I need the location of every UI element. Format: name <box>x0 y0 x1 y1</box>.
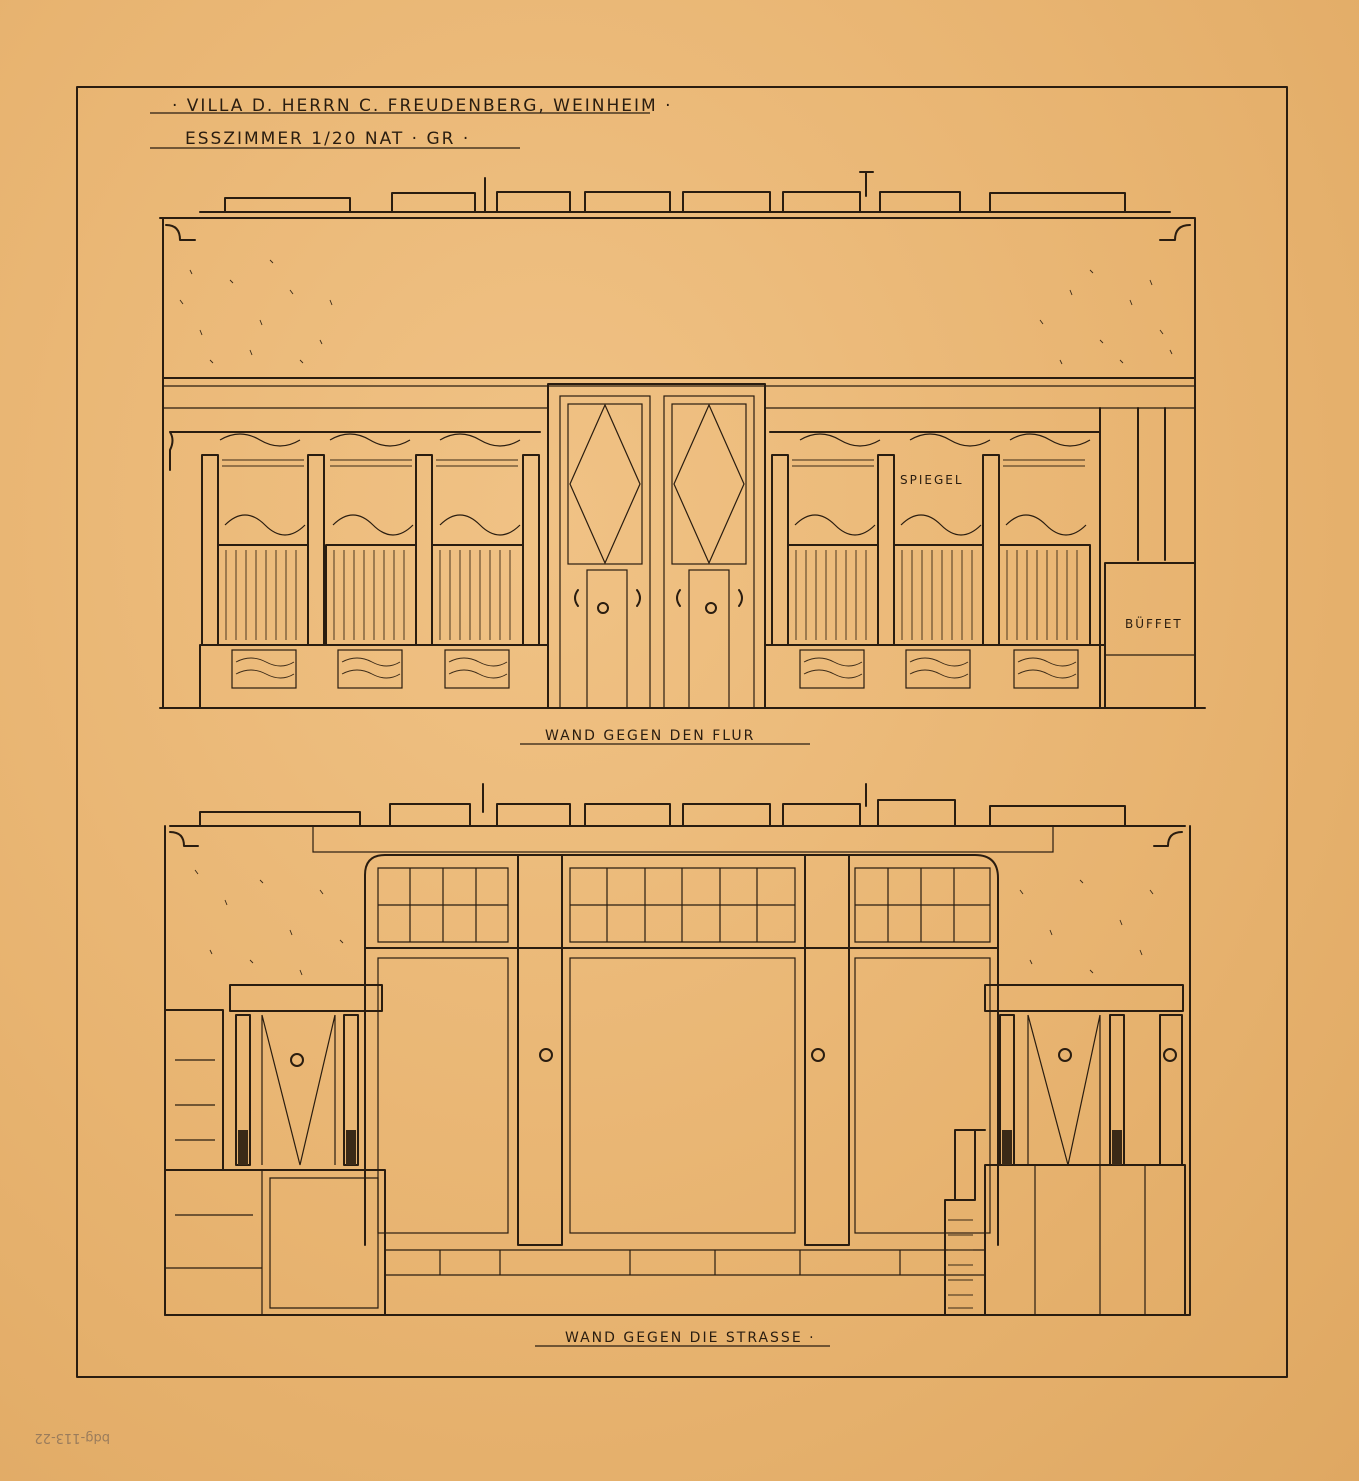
cornice-top <box>169 799 1186 827</box>
inventory-mark: bdg-113-22 <box>35 1430 111 1445</box>
lintel-band <box>312 825 1054 853</box>
title-line1: · VILLA D. HERRN C. FREUDENBERG, WEINHEI… <box>172 96 672 116</box>
wall-outline <box>164 825 1191 1316</box>
elevation-strasse <box>164 783 1191 1316</box>
plaster-texture <box>179 259 1173 365</box>
cabinet-left <box>164 984 386 1316</box>
window-bay <box>364 854 999 1276</box>
label-mirror: SPIEGEL <box>900 473 964 487</box>
title-line2: ESSZIMMER 1/20 NAT · GR · <box>185 129 470 149</box>
drawing-frame <box>76 86 1288 1378</box>
caption-flur: WAND GEGEN DEN FLUR <box>545 728 755 744</box>
panels-right <box>764 407 1196 709</box>
corner-bracket <box>169 831 1183 847</box>
wall-outline <box>159 217 1206 709</box>
cornice-top <box>199 191 1171 213</box>
panels-left <box>169 431 549 709</box>
label-buffet: BÜFFET <box>1125 615 1183 631</box>
elevation-flur: SPIEGEL BÜFFET <box>159 171 1206 709</box>
corner-bracket <box>165 224 1191 241</box>
buffet-cabinet <box>1104 562 1196 709</box>
door-flur <box>547 383 766 709</box>
plaster-texture <box>194 869 1154 976</box>
caption-strasse: WAND GEGEN DIE STRASSE · <box>565 1330 816 1346</box>
cabinet-right <box>944 984 1186 1316</box>
